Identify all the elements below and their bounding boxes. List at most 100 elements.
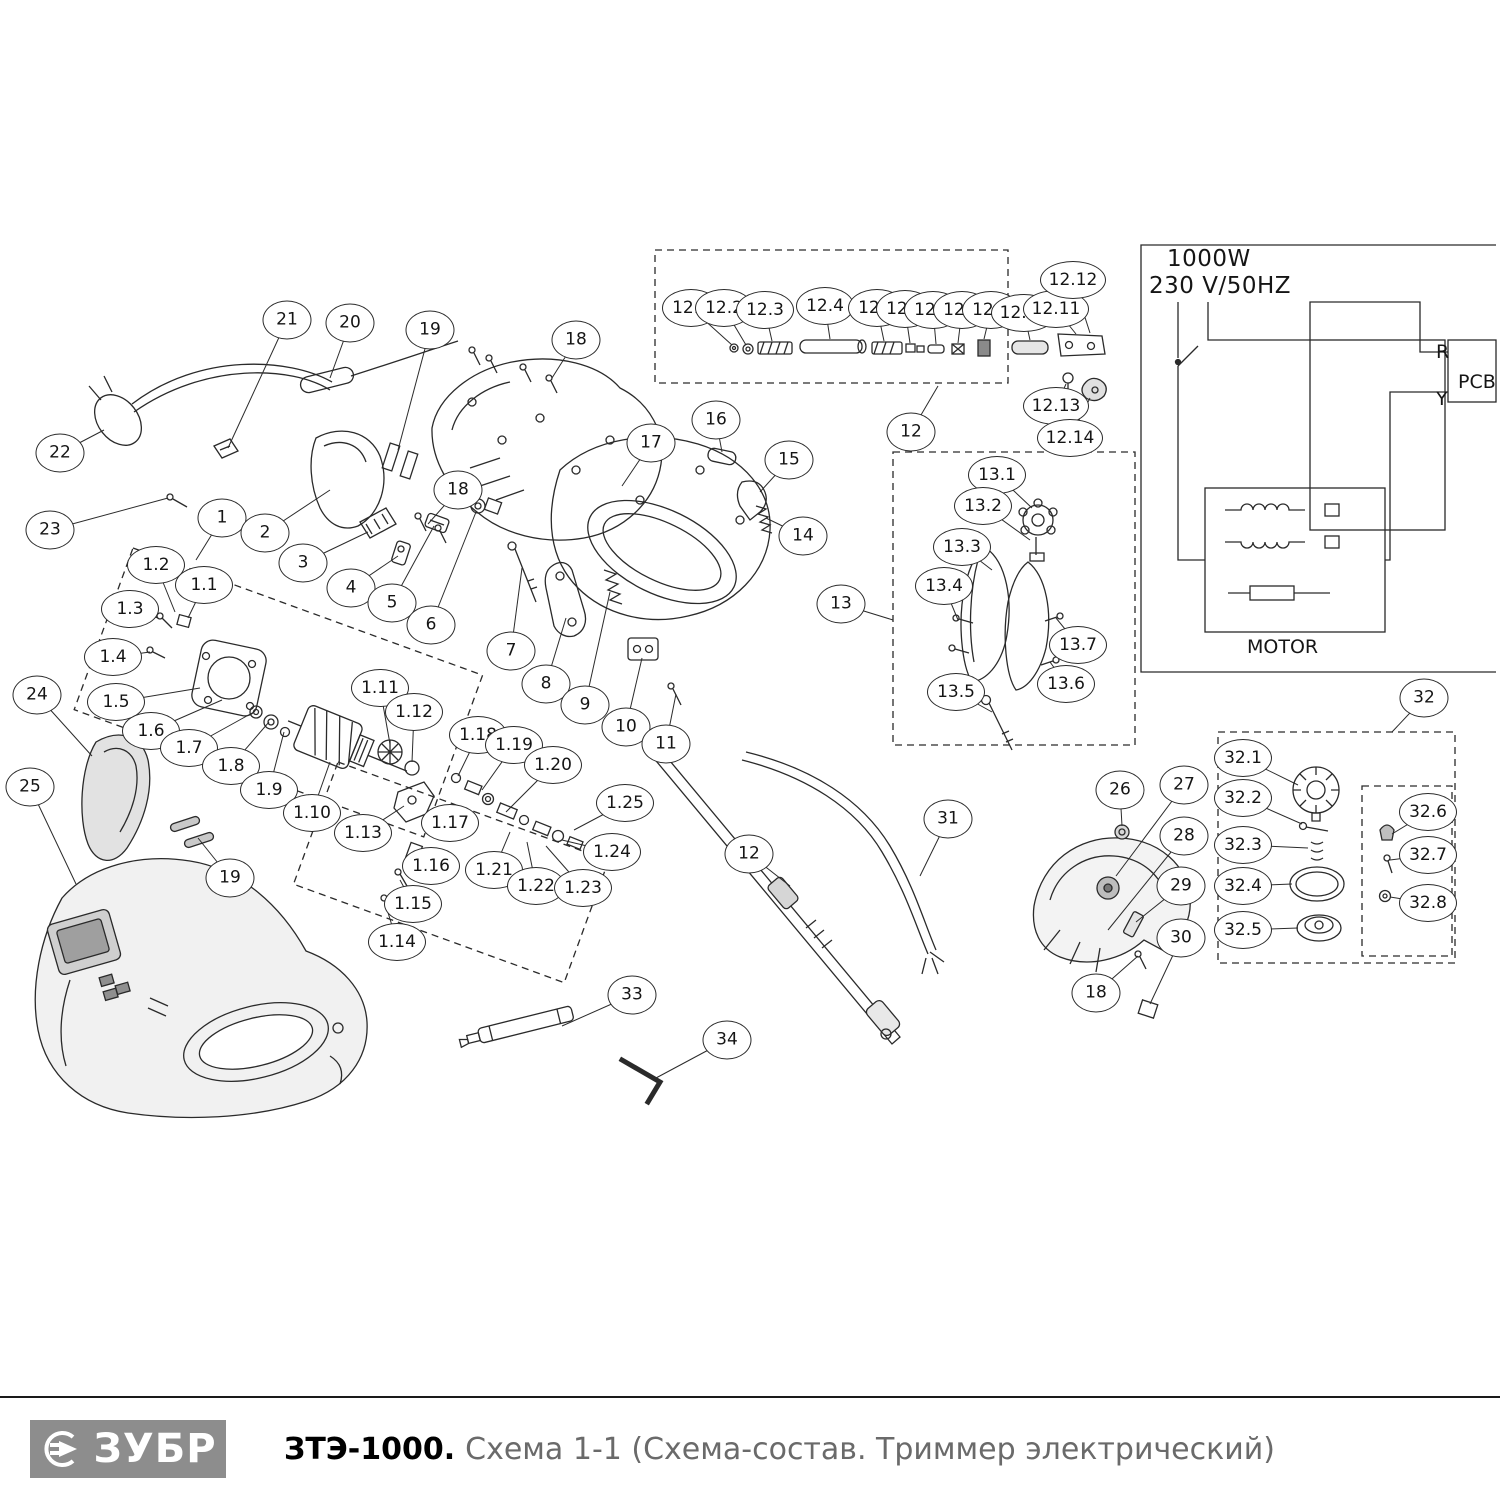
callout-1.15: 1.15 (384, 885, 442, 923)
callout-18: 18 (433, 470, 483, 510)
callout-21: 21 (262, 300, 312, 340)
callout-32.3: 32.3 (1214, 826, 1272, 864)
callout-1.3: 1.3 (101, 590, 159, 628)
callout-1.10: 1.10 (283, 794, 341, 832)
callout-1.2: 1.2 (127, 546, 185, 584)
callout-1.13: 1.13 (334, 814, 392, 852)
callout-1.1: 1.1 (175, 566, 233, 604)
zubr-logo: ЗУБР (30, 1420, 226, 1478)
callout-17: 17 (626, 423, 676, 463)
guard-sketch (1032, 824, 1191, 1019)
callout-13.4: 13.4 (915, 567, 973, 605)
callout-3: 3 (278, 543, 328, 583)
schema-title: ЗТЭ-1000.Схема 1-1 (Схема-состав. Тримме… (284, 1432, 1275, 1467)
callout-1.16: 1.16 (402, 847, 460, 885)
callout-12.4: 12.4 (796, 287, 854, 325)
schema-model-number: ЗТЭ-1000. (284, 1431, 456, 1467)
callout-12: 12 (886, 412, 936, 452)
callout-12.3: 12.3 (736, 291, 794, 329)
terminal-y-label: Y (1436, 388, 1448, 410)
callout-13.3: 13.3 (933, 528, 991, 566)
callout-18: 18 (1071, 973, 1121, 1013)
callout-9: 9 (560, 685, 610, 725)
callout-1.4: 1.4 (84, 638, 142, 676)
zubr-logo-icon (44, 1431, 78, 1467)
footer-divider (0, 1396, 1500, 1398)
pcb-label: PCB (1458, 371, 1496, 393)
callout-16: 16 (691, 400, 741, 440)
callout-13.2: 13.2 (954, 487, 1012, 525)
footer: ЗУБР ЗТЭ-1000.Схема 1-1 (Схема-состав. Т… (30, 1418, 1470, 1480)
group-box-12 (654, 249, 1009, 384)
callout-30: 30 (1156, 918, 1206, 958)
callout-18: 18 (551, 320, 601, 360)
callout-1.22: 1.22 (507, 867, 565, 905)
callout-32.4: 32.4 (1214, 867, 1272, 905)
group-box-13 (892, 451, 1136, 746)
callout-13.6: 13.6 (1037, 665, 1095, 703)
callout-28: 28 (1159, 816, 1209, 856)
callout-23: 23 (25, 510, 75, 550)
voltage-label: 230 V/50HZ (1149, 273, 1292, 299)
callout-6: 6 (406, 605, 456, 645)
callout-20: 20 (325, 303, 375, 343)
callout-14: 14 (778, 516, 828, 556)
callout-7: 7 (486, 631, 536, 671)
callout-34: 34 (702, 1020, 752, 1060)
callout-19: 19 (205, 858, 255, 898)
switch-parts-sketch (707, 447, 773, 534)
schema-caption-text: Схема 1-1 (Схема-состав. Триммер электри… (465, 1431, 1275, 1467)
callout-13.5: 13.5 (927, 673, 985, 711)
callout-26: 26 (1095, 770, 1145, 810)
shaft-parts-row-sketch (729, 333, 1107, 402)
callout-1.17: 1.17 (421, 804, 479, 842)
wiring-schematic (1140, 244, 1497, 673)
callout-32.1: 32.1 (1214, 739, 1272, 777)
callout-22: 22 (35, 433, 85, 473)
callout-2: 2 (240, 513, 290, 553)
callout-32.5: 32.5 (1214, 911, 1272, 949)
lower-body-sketch (34, 858, 368, 1119)
callout-4: 4 (326, 568, 376, 608)
callout-32.7: 32.7 (1399, 836, 1457, 874)
callout-1.14: 1.14 (368, 923, 426, 961)
callout-1.20: 1.20 (524, 746, 582, 784)
motor-box (1204, 487, 1386, 633)
callout-32.8: 32.8 (1399, 884, 1457, 922)
callout-1.23: 1.23 (554, 869, 612, 907)
callout-19: 19 (405, 310, 455, 350)
callout-13.7: 13.7 (1049, 626, 1107, 664)
inner-hardware-sketch (507, 541, 682, 706)
motor-label: MOTOR (1247, 636, 1319, 658)
callout-15: 15 (764, 440, 814, 480)
tools-sketch (458, 1005, 664, 1106)
callout-12: 12 (724, 834, 774, 874)
zubr-logo-text: ЗУБР (93, 1426, 217, 1472)
callout-13: 13 (816, 584, 866, 624)
callout-12.14: 12.14 (1037, 419, 1103, 457)
power-cord-sketch (88, 340, 459, 508)
callout-31: 31 (923, 799, 973, 839)
power-rating-label: 1000W (1167, 246, 1251, 272)
group-box-32-inner (1361, 785, 1453, 957)
callout-27: 27 (1159, 765, 1209, 805)
callout-29: 29 (1156, 866, 1206, 906)
terminal-r-label: R (1436, 341, 1450, 363)
callout-1: 1 (197, 498, 247, 538)
callout-24: 24 (12, 675, 62, 715)
callout-12.12: 12.12 (1040, 261, 1106, 299)
callout-1.12: 1.12 (385, 693, 443, 731)
spool-group-sketch (1289, 766, 1395, 942)
callout-33: 33 (607, 975, 657, 1015)
callout-32.6: 32.6 (1399, 793, 1457, 831)
callout-1.25: 1.25 (596, 784, 654, 822)
callout-32.2: 32.2 (1214, 779, 1272, 817)
callout-32: 32 (1399, 678, 1449, 718)
group-box-1a (73, 547, 484, 838)
callout-1.24: 1.24 (583, 833, 641, 871)
main-housing-sketch (414, 346, 771, 621)
pcb-box (1447, 339, 1497, 403)
